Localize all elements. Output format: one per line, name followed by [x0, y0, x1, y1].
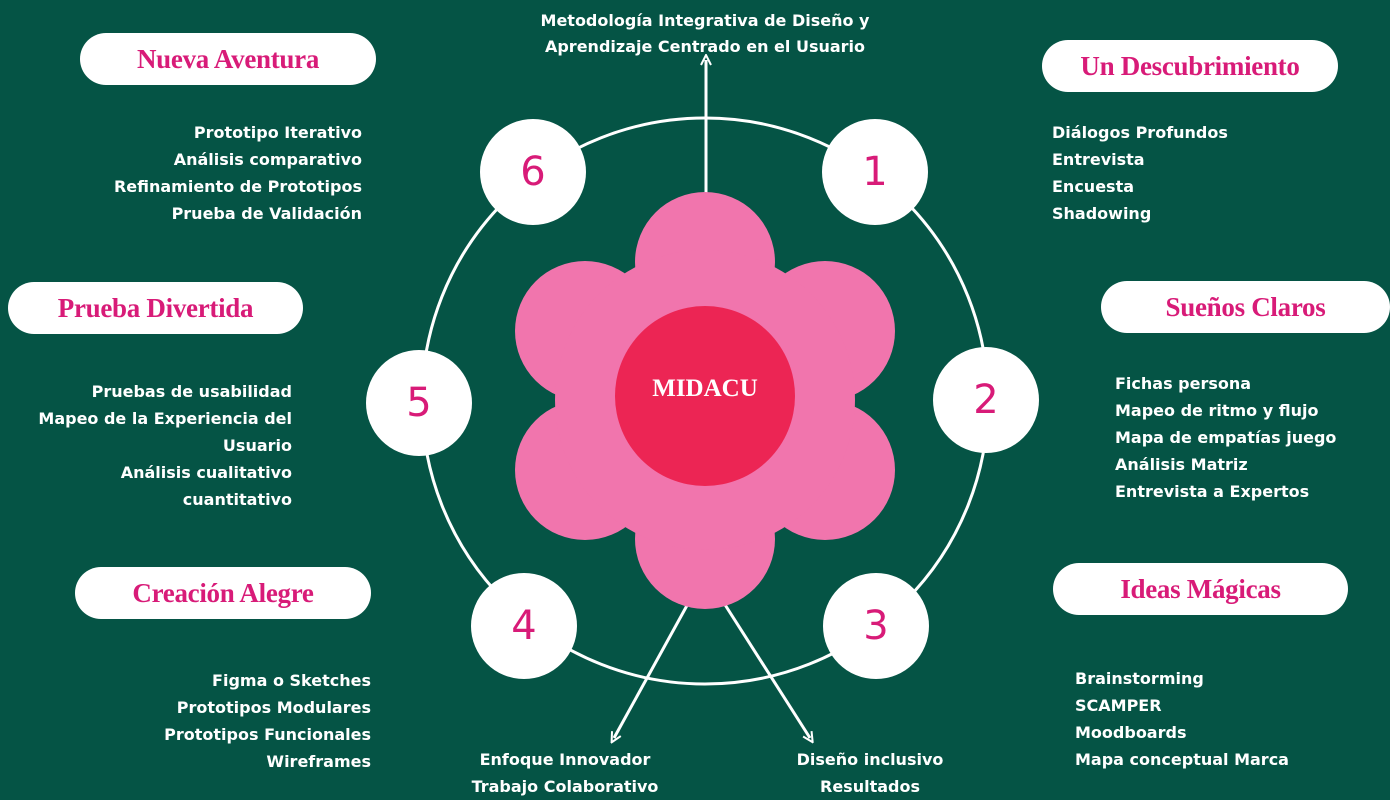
- diagram-title: Metodología Integrativa de Diseño y Apre…: [540, 11, 870, 56]
- stage-number-1: 1: [822, 119, 928, 225]
- method-item: Análisis Matriz: [1115, 455, 1248, 474]
- stage-number-6: 6: [480, 119, 586, 225]
- stage-1-methods: Diálogos Profundos Entrevista Encuesta S…: [1052, 119, 1228, 227]
- stage-2-methods: Fichas persona Mapeo de ritmo y flujo Ma…: [1115, 370, 1336, 505]
- stage-title-3: Ideas Mágicas: [1053, 563, 1348, 615]
- stage-number-3: 3: [823, 573, 929, 679]
- method-item: Diálogos Profundos: [1052, 123, 1228, 142]
- method-item: Entrevista: [1052, 150, 1145, 169]
- output-item: Diseño inclusivo: [796, 750, 944, 769]
- method-item: Análisis comparativo: [173, 150, 362, 169]
- method-item: Mapeo de la Experiencia del: [38, 409, 292, 428]
- method-item: Entrevista a Expertos: [1115, 482, 1310, 501]
- method-item: cuantitativo: [182, 490, 292, 509]
- output-left: Enfoque Innovador Trabajo Colaborativo: [450, 746, 680, 800]
- stage-5-methods: Pruebas de usabilidad Mapeo de la Experi…: [38, 378, 292, 513]
- method-item: Wireframes: [266, 752, 371, 771]
- method-item: Prototipo Iterativo: [193, 123, 362, 142]
- center-label: MIDACU: [652, 375, 758, 402]
- method-item: Encuesta: [1052, 177, 1135, 196]
- method-item: Pruebas de usabilidad: [91, 382, 292, 401]
- method-item: Brainstorming: [1075, 669, 1204, 688]
- output-right: Diseño inclusivo Resultados: [760, 746, 980, 800]
- stage-number-2: 2: [933, 347, 1039, 453]
- stage-title-1: Un Descubrimiento: [1042, 40, 1338, 92]
- method-item: Fichas persona: [1115, 374, 1252, 393]
- method-item: Prueba de Validación: [171, 204, 362, 223]
- arrow-down-left: [614, 599, 692, 738]
- arrow-down-right: [720, 599, 810, 738]
- stage-4-methods: Figma o Sketches Prototipos Modulares Pr…: [164, 667, 371, 775]
- flower-core: [615, 306, 795, 486]
- method-item: SCAMPER: [1075, 696, 1162, 715]
- stage-title-6: Nueva Aventura: [80, 33, 376, 85]
- output-item: Enfoque Innovador: [479, 750, 651, 769]
- stage-title-4: Creación Alegre: [75, 567, 371, 619]
- stage-6-methods: Prototipo Iterativo Análisis comparativo…: [114, 119, 362, 227]
- method-item: Mapa conceptual Marca: [1075, 750, 1289, 769]
- method-item: Figma o Sketches: [212, 671, 371, 690]
- method-item: Mapeo de ritmo y flujo: [1115, 401, 1319, 420]
- flower: [515, 192, 895, 609]
- stage-title-2: Sueños Claros: [1101, 281, 1390, 333]
- method-item: Moodboards: [1075, 723, 1187, 742]
- method-item: Análisis cualitativo: [120, 463, 292, 482]
- method-item: Prototipos Modulares: [176, 698, 371, 717]
- stage-number-4: 4: [471, 573, 577, 679]
- stage-title-5: Prueba Divertida: [8, 282, 303, 334]
- method-item: Shadowing: [1052, 204, 1152, 223]
- stage-number-5: 5: [366, 350, 472, 456]
- output-item: Trabajo Colaborativo: [471, 777, 659, 796]
- method-item: Usuario: [222, 436, 292, 455]
- method-item: Refinamiento de Prototipos: [113, 177, 362, 196]
- stage-3-methods: Brainstorming SCAMPER Moodboards Mapa co…: [1075, 665, 1289, 773]
- method-item: Prototipos Funcionales: [164, 725, 371, 744]
- method-item: Mapa de empatías juego: [1115, 428, 1337, 447]
- output-item: Resultados: [820, 777, 920, 796]
